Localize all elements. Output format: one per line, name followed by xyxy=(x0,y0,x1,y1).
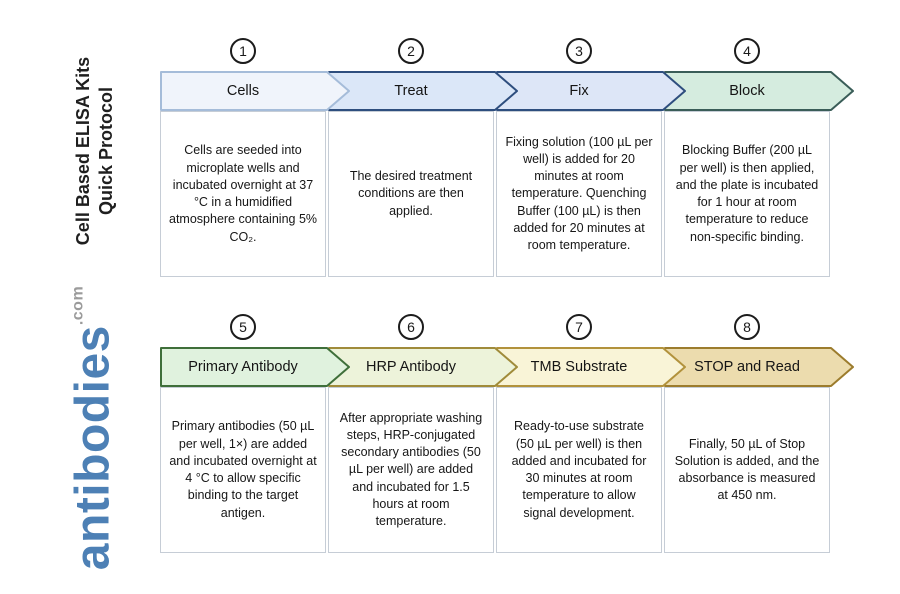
step-description-box: Primary antibodies (50 µL per well, 1×) … xyxy=(160,387,326,553)
arrow-shape xyxy=(160,347,350,387)
step-description-text: Cells are seeded into microplate wells a… xyxy=(169,143,318,244)
step-arrow-banner: HRP Antibody xyxy=(328,347,518,387)
step-number-badge: 8 xyxy=(734,314,760,340)
logo-word: antibodies xyxy=(66,325,120,571)
step-description-text: Ready-to-use substrate (50 µL per well) … xyxy=(511,419,647,520)
logo-tld: .com xyxy=(69,285,87,326)
arrow-shape-svg xyxy=(160,347,350,387)
step-description-text: Finally, 50 µL of Stop Solution is added… xyxy=(674,436,820,503)
step-description-text: The desired treatment conditions are the… xyxy=(349,169,473,218)
step-number-badge: 6 xyxy=(398,314,424,340)
step-number: 5 xyxy=(239,319,247,335)
step-number-badge: 3 xyxy=(566,38,592,64)
step-description-box: Blocking Buffer (200 µL per well) is the… xyxy=(664,111,830,277)
step-arrow-label: Treat xyxy=(394,83,428,99)
arrow-shape xyxy=(160,71,350,111)
step-arrow-banner: TMB Substrate xyxy=(496,347,686,387)
step-description-box: Ready-to-use substrate (50 µL per well) … xyxy=(496,387,662,553)
step-description-text: Blocking Buffer (200 µL per well) is the… xyxy=(675,143,819,244)
step-column-8: 8 STOP and Read Finally, 50 µL of Stop S… xyxy=(664,314,854,553)
step-arrow-banner: Treat xyxy=(328,71,518,111)
step-column-5: 5 Primary Antibody Primary antibodies (5… xyxy=(160,314,350,553)
step-arrow-label: Primary Antibody xyxy=(188,359,298,375)
step-description-box: After appropriate washing steps, HRP-con… xyxy=(328,387,494,553)
step-arrow-banner: STOP and Read xyxy=(664,347,854,387)
step-description-box: The desired treatment conditions are the… xyxy=(328,111,494,277)
step-description-box: Cells are seeded into microplate wells a… xyxy=(160,111,326,277)
step-number-badge: 1 xyxy=(230,38,256,64)
page-title-line2: Quick Protocol xyxy=(96,86,116,216)
step-number-badge: 5 xyxy=(230,314,256,340)
step-column-7: 7 TMB Substrate Ready-to-use substrate (… xyxy=(496,314,686,553)
step-description-box: Finally, 50 µL of Stop Solution is added… xyxy=(664,387,830,553)
step-number-badge: 4 xyxy=(734,38,760,64)
step-number: 2 xyxy=(407,43,415,59)
step-number-badge: 2 xyxy=(398,38,424,64)
step-column-2: 2 Treat The desired treatment conditions… xyxy=(328,38,518,277)
step-arrow-banner: Block xyxy=(664,71,854,111)
step-number: 6 xyxy=(407,319,415,335)
step-arrow-label: Cells xyxy=(226,83,260,99)
step-number-badge: 7 xyxy=(566,314,592,340)
step-description-box: Fixing solution (100 µL per well) is add… xyxy=(496,111,662,277)
step-column-6: 6 HRP Antibody After appropriate washing… xyxy=(328,314,518,553)
arrow-shape-svg xyxy=(160,71,350,111)
antibodies-logo: antibodies.com xyxy=(66,286,121,570)
step-column-1: 1 Cells Cells are seeded into microplate… xyxy=(160,38,350,277)
step-arrow-label: Fix xyxy=(569,83,589,99)
step-description-text: After appropriate washing steps, HRP-con… xyxy=(339,410,483,529)
step-arrow-banner: Cells xyxy=(160,71,350,111)
step-arrow-label: STOP and Read xyxy=(694,359,800,375)
protocol-row-1: 1 Cells Cells are seeded into microplate… xyxy=(160,38,854,277)
step-number: 3 xyxy=(575,43,583,59)
step-number: 4 xyxy=(743,43,751,59)
step-number: 1 xyxy=(239,43,247,59)
page-title: Cell Based ELISA Kits Quick Protocol xyxy=(72,57,118,245)
step-description-text: Primary antibodies (50 µL per well, 1×) … xyxy=(169,419,317,520)
step-column-4: 4 Block Blocking Buffer (200 µL per well… xyxy=(664,38,854,277)
step-description-text: Fixing solution (100 µL per well) is add… xyxy=(505,134,653,253)
step-number: 7 xyxy=(575,319,583,335)
step-arrow-label: HRP Antibody xyxy=(365,359,456,375)
step-arrow-banner: Fix xyxy=(496,71,686,111)
step-arrow-banner: Primary Antibody xyxy=(160,347,350,387)
step-number: 8 xyxy=(743,319,751,335)
page-title-line1: Cell Based ELISA Kits xyxy=(72,56,93,246)
step-arrow-label: Block xyxy=(729,83,765,99)
step-arrow-label: TMB Substrate xyxy=(530,359,628,375)
protocol-row-2: 5 Primary Antibody Primary antibodies (5… xyxy=(160,314,854,553)
step-column-3: 3 Fix Fixing solution (100 µL per well) … xyxy=(496,38,686,277)
